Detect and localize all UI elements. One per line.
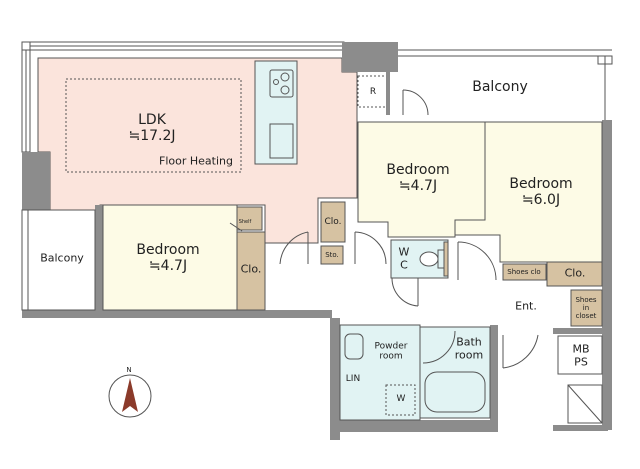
bathtub-icon bbox=[424, 371, 486, 413]
balcony-top bbox=[398, 49, 613, 120]
powder-room-line1: Powder bbox=[374, 341, 408, 352]
bedroom-right-size: ≒6.0J bbox=[521, 192, 561, 208]
mb-ps bbox=[557, 335, 603, 375]
washbasin-icon bbox=[344, 333, 364, 360]
compass-icon bbox=[108, 374, 152, 418]
entrance-label: Ent. bbox=[515, 299, 537, 313]
shoes-in-closet bbox=[570, 289, 603, 327]
shoes-clo bbox=[502, 263, 547, 281]
balcony-left-label: Balcony bbox=[40, 251, 84, 265]
ldk-size: ≒17.2J bbox=[128, 128, 176, 144]
storage bbox=[320, 245, 344, 265]
closet-right bbox=[546, 261, 603, 287]
balcony-left bbox=[21, 209, 96, 311]
bedroom-left-label: Bedroom≒4.7J bbox=[136, 242, 199, 274]
shelf-label: Shelf bbox=[238, 219, 252, 226]
bedroom-center-name: Bedroom bbox=[386, 161, 450, 178]
washer-label: W bbox=[396, 393, 406, 404]
bedroom-left-size: ≒4.7J bbox=[148, 258, 188, 274]
ldk-label: LDK≒17.2J bbox=[128, 112, 175, 144]
bedroom-right-label: Bedroom≒6.0J bbox=[509, 176, 572, 208]
bedroom-right-floor bbox=[454, 121, 603, 263]
wc-line1: W bbox=[398, 245, 410, 259]
refrigerator-label: R bbox=[369, 86, 377, 97]
closet-left-label: Clo. bbox=[240, 262, 262, 276]
compass-north-label: N bbox=[126, 365, 132, 374]
linen-label: LIN bbox=[345, 373, 361, 384]
bedroom-left-name: Bedroom bbox=[136, 241, 200, 258]
shoes-in-closet-line3: closet bbox=[575, 312, 597, 321]
powder-room-line2: room bbox=[379, 352, 403, 362]
closet-center bbox=[320, 201, 346, 243]
bedroom-right-name: Bedroom bbox=[509, 175, 573, 192]
closet-right-label: Clo. bbox=[564, 266, 586, 280]
floor-heating-area bbox=[65, 78, 242, 173]
shoes-in-closet-line1: Shoes bbox=[575, 295, 597, 304]
walls bbox=[22, 42, 612, 440]
shelf bbox=[236, 206, 263, 231]
bedroom-center-label: Bedroom≒4.7J bbox=[386, 162, 449, 194]
ldk-name: LDK bbox=[138, 111, 166, 128]
washer-space bbox=[385, 384, 416, 416]
mb-ps-line2: PS bbox=[574, 355, 588, 368]
storage-label: Sto. bbox=[325, 250, 339, 259]
bath-room-line2: room bbox=[454, 348, 484, 361]
bedroom-center-size: ≒4.7J bbox=[398, 178, 438, 194]
balcony-top-label: Balcony bbox=[472, 78, 528, 95]
bath-room-line1: Bath bbox=[456, 335, 482, 349]
wc-line2: C bbox=[400, 258, 408, 271]
door-swings bbox=[229, 89, 539, 369]
shoes-clo-label: Shoes clo bbox=[507, 267, 541, 276]
floor-heating-note: Floor Heating bbox=[159, 154, 233, 168]
toilet-icon bbox=[419, 251, 439, 267]
stove-icon bbox=[269, 69, 294, 98]
shoes-in-closet-line2: in bbox=[582, 303, 590, 312]
closet-left bbox=[236, 231, 266, 311]
closet-center-label: Clo. bbox=[324, 216, 342, 227]
sink-icon bbox=[269, 123, 294, 159]
mb-ps-line1: MB bbox=[572, 342, 590, 356]
